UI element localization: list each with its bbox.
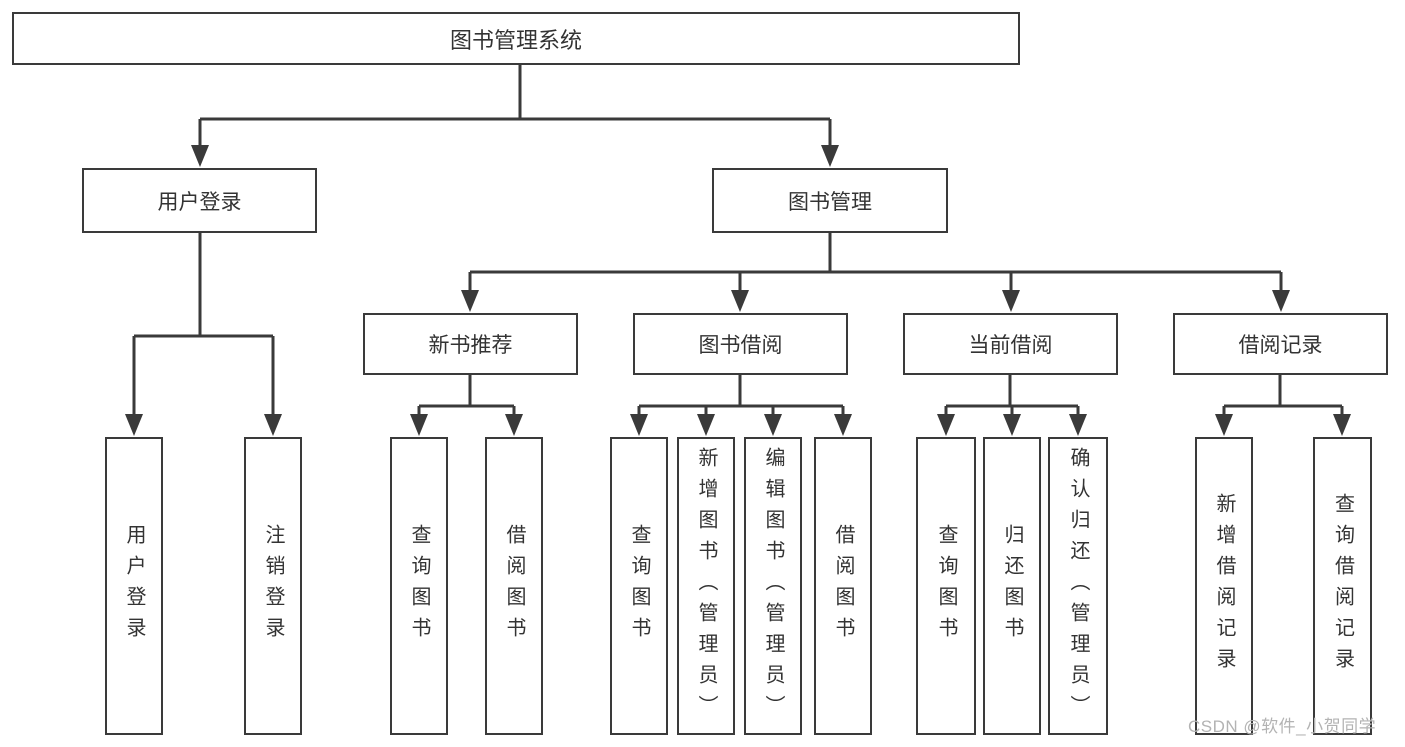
leaf-borrow-books-borrowing: 借阅图书 <box>814 437 872 735</box>
leaf-confirm-return-admin: 确认归还（管理员） <box>1048 437 1108 735</box>
node-book-management: 图书管理 <box>712 168 948 233</box>
node-label: 编辑图书（管理员） <box>762 446 784 726</box>
leaf-borrow-books-recommend: 借阅图书 <box>485 437 543 735</box>
leaf-edit-book-admin: 编辑图书（管理员） <box>744 437 802 735</box>
node-user-login-group: 用户登录 <box>82 168 317 233</box>
leaf-query-books-recommend: 查询图书 <box>390 437 448 735</box>
leaf-query-borrow-record: 查询借阅记录 <box>1313 437 1372 735</box>
node-label: 新书推荐 <box>428 334 513 357</box>
leaf-add-book-admin: 新增图书（管理员） <box>677 437 735 735</box>
node-new-book-recommend: 新书推荐 <box>363 313 578 375</box>
node-label: 归还图书 <box>1001 524 1023 648</box>
node-book-borrowing: 图书借阅 <box>633 313 848 375</box>
node-label: 确认归还（管理员） <box>1067 446 1089 726</box>
leaf-return-books: 归还图书 <box>983 437 1041 735</box>
arrowheads <box>125 145 1351 436</box>
leaf-query-books-current: 查询图书 <box>916 437 976 735</box>
node-label: 图书管理系统 <box>449 27 582 53</box>
node-borrowing-records: 借阅记录 <box>1173 313 1388 375</box>
node-label: 图书借阅 <box>698 334 783 357</box>
node-label: 新增借阅记录 <box>1213 493 1235 679</box>
node-label: 查询图书 <box>408 524 430 648</box>
node-label: 借阅图书 <box>832 524 854 648</box>
node-label: 查询图书 <box>935 524 957 648</box>
node-label: 新增图书（管理员） <box>695 446 717 726</box>
node-library-management-system: 图书管理系统 <box>12 12 1020 65</box>
node-label: 用户登录 <box>157 190 242 214</box>
node-label: 当前借阅 <box>968 334 1053 357</box>
leaf-add-borrow-record: 新增借阅记录 <box>1195 437 1253 735</box>
connector-path <box>132 65 1344 415</box>
node-label: 借阅记录 <box>1238 334 1323 357</box>
node-label: 图书管理 <box>788 190 872 214</box>
node-current-borrowing: 当前借阅 <box>903 313 1118 375</box>
node-label: 查询图书 <box>628 524 650 648</box>
node-label: 查询借阅记录 <box>1331 493 1354 679</box>
node-label: 注销登录 <box>262 524 284 648</box>
leaf-logout: 注销登录 <box>244 437 302 735</box>
leaf-query-books-borrowing: 查询图书 <box>610 437 668 735</box>
leaf-user-login: 用户登录 <box>105 437 163 735</box>
node-label: 借阅图书 <box>503 524 525 648</box>
node-label: 用户登录 <box>123 524 145 648</box>
csdn-watermark: CSDN @软件_小贺同学 <box>1188 717 1377 736</box>
